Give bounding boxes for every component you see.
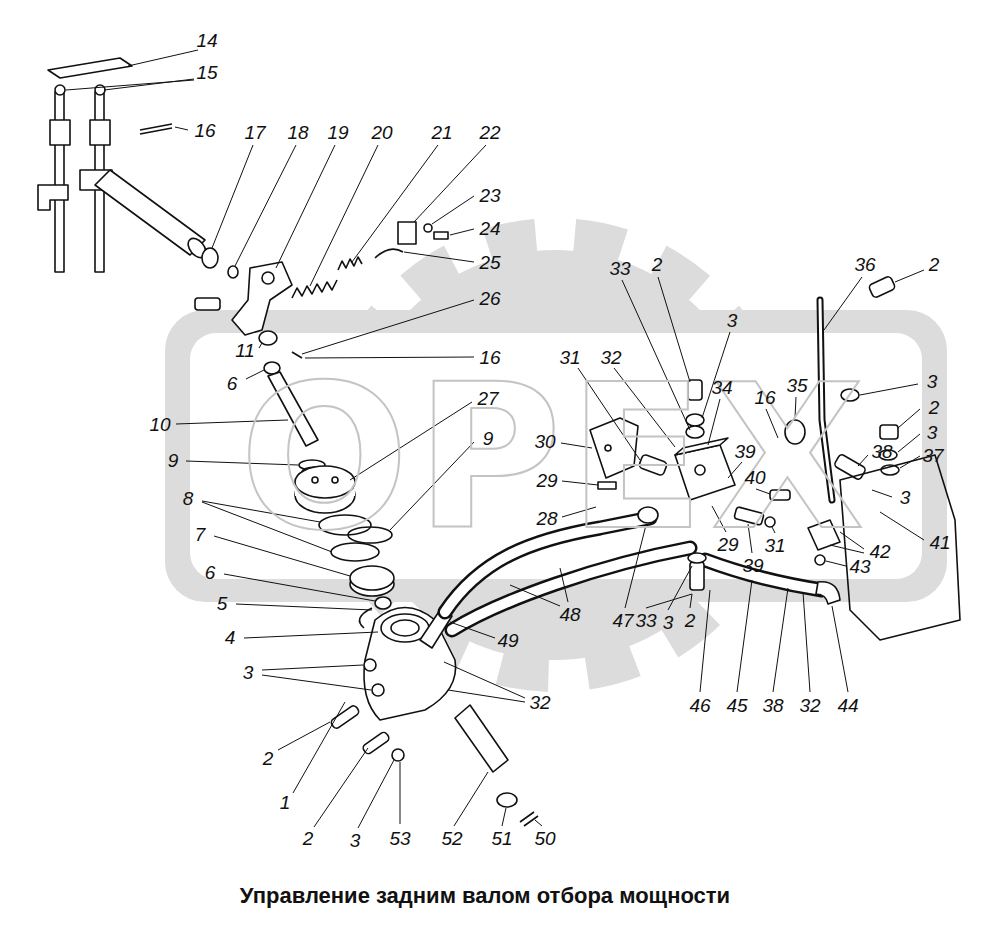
callout-number: 3 [350,831,361,850]
callout-number: 20 [371,123,392,142]
callout-number: 5 [217,594,228,613]
callout-number: 35 [786,376,807,395]
callout-number: 50 [534,829,555,848]
callout-number: 4 [225,628,236,647]
callout-number: 52 [441,829,462,848]
callout-number: 31 [764,536,785,555]
callout-number: 6 [205,563,216,582]
callout-number: 3 [900,488,911,507]
callout-number: 28 [536,509,557,528]
callout-number: 7 [195,525,206,544]
callout-number: 30 [534,432,555,451]
callout-number: 1 [280,793,291,812]
callout-number: 38 [871,442,892,461]
callout-number: 16 [754,388,775,407]
callout-number: 38 [762,696,783,715]
callout-number: 36 [854,255,875,274]
callout-number: 2 [929,398,940,417]
leader-lines [66,50,924,828]
callout-number: 22 [479,123,500,142]
callout-number: 33 [609,259,630,278]
callout-number: 9 [168,451,179,470]
callout-number: 8 [183,489,194,508]
callout-number: 41 [929,533,950,552]
callout-number: 3 [927,423,938,442]
callout-number: 40 [744,468,765,487]
callout-number: 3 [927,372,938,391]
callout-number: 2 [652,255,663,274]
callout-number: 47 [612,611,633,630]
callout-number: 16 [479,348,500,367]
callout-number: 31 [559,348,580,367]
callout-number: 44 [837,696,858,715]
callout-number: 29 [536,471,557,490]
callout-number: 32 [529,693,550,712]
callout-number: 6 [227,374,238,393]
callout-number: 46 [689,696,710,715]
logo-background [165,240,947,670]
callout-number: 3 [727,311,738,330]
callout-number: 32 [799,696,820,715]
callout-number: 24 [479,219,500,238]
callout-number: 25 [479,253,500,272]
callout-number: 45 [726,696,747,715]
callout-number: 11 [235,341,255,360]
callout-number: 26 [479,289,500,308]
callout-number: 51 [491,829,512,848]
callout-number: 19 [327,123,348,142]
callout-number: 39 [734,442,755,461]
callout-number: 2 [929,255,940,274]
callout-number: 21 [431,123,452,142]
callout-number: 9 [483,429,494,448]
callout-number: 3 [243,663,254,682]
callout-number: 53 [389,829,410,848]
callout-number: 23 [479,186,500,205]
callout-number: 18 [287,123,308,142]
callout-number: 2 [263,749,274,768]
callout-number: 34 [711,378,732,397]
callout-number: 2 [303,829,314,848]
callout-number: 10 [149,415,170,434]
watermark: ОРЕХ [239,358,870,558]
callout-number: 37 [922,446,943,465]
callout-number: 43 [849,557,870,576]
callout-number: 49 [497,631,518,650]
callout-number: 2 [685,611,696,630]
callout-number: 3 [663,613,674,632]
callout-number: 42 [869,542,890,561]
callout-number: 27 [477,389,498,408]
caption: Управление задним валом отбора мощности [240,884,730,908]
shift-rod [55,92,64,272]
plate [48,58,132,78]
callout-number: 17 [244,123,265,142]
callout-number: 29 [717,535,738,554]
callout-number: 16 [194,121,215,140]
callout-number: 33 [635,611,656,630]
callout-number: 15 [196,63,217,82]
callout-number: 14 [196,31,217,50]
callout-number: 48 [559,605,580,624]
callout-number: 39 [742,556,763,575]
callout-number: 32 [600,348,621,367]
